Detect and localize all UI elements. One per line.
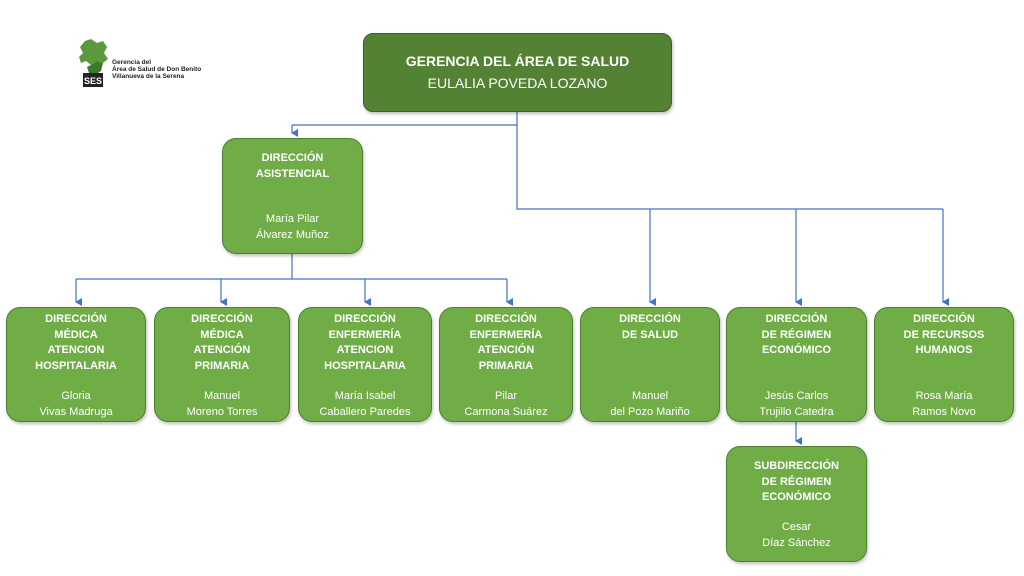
box-person: María Isabel Caballero Paredes [319,390,411,418]
box-person: EULALIA POVEDA LOZANO [427,75,608,91]
box-title: SUBDIRECCIÓN DE RÉGIMEN ECONÓMICO [754,460,839,503]
extremadura-map-icon: SES [79,39,108,87]
box-person: Manuel Moreno Torres [186,390,258,418]
box-subdireccion-regimen-economico: SUBDIRECCIÓN DE RÉGIMEN ECONÓMICO Cesar … [726,446,867,562]
box-title: GERENCIA DEL ÁREA DE SALUD [405,53,630,69]
box-title: DIRECCIÓN DE SALUD [619,313,681,341]
box-title: DIRECCIÓN MÉDICA ATENCION HOSPITALARIA [35,313,117,372]
box-direccion-medica-primaria: DIRECCIÓN MÉDICA ATENCIÓN PRIMARIA Manue… [154,307,290,422]
box-title: DIRECCIÓN MÉDICA ATENCIÓN PRIMARIA [191,313,253,372]
box-title: DIRECCIÓN DE RÉGIMEN ECONÓMICO [761,313,832,356]
box-direccion-enfermeria-primaria: DIRECCIÓN ENFERMERÍA ATENCIÓN PRIMARIA P… [439,307,573,422]
box-person: María Pilar Álvarez Muñoz [256,213,329,241]
box-gerencia: GERENCIA DEL ÁREA DE SALUD EULALIA POVED… [363,33,672,112]
box-title: DIRECCIÓN ASISTENCIAL [255,152,330,180]
logo-text: Gerencia del Área de Salud de Don Benito… [112,59,202,80]
box-direccion-asistencial: DIRECCIÓN ASISTENCIAL María Pilar Álvare… [222,138,363,254]
box-direccion-regimen-economico: DIRECCIÓN DE RÉGIMEN ECONÓMICO Jesús Car… [726,307,867,422]
connector-asistencial-bus [76,254,507,280]
box-person: Rosa María Ramos Novo [912,390,976,418]
box-direccion-recursos-humanos: DIRECCIÓN DE RECURSOS HUMANOS Rosa María… [874,307,1014,422]
logo-abbr: SES [84,76,102,86]
box-direccion-de-salud: DIRECCIÓN DE SALUD Manuel del Pozo Mariñ… [580,307,720,422]
connector-root-right-branch [516,125,943,210]
box-direccion-enfermeria-hospitalaria: DIRECCIÓN ENFERMERÍA ATENCION HOSPITALAR… [298,307,432,422]
box-direccion-medica-hospitalaria: DIRECCIÓN MÉDICA ATENCION HOSPITALARIA G… [6,307,146,422]
box-title: DIRECCIÓN ENFERMERÍA ATENCION HOSPITALAR… [324,313,406,372]
box-person: Manuel del Pozo Mariño [610,390,690,418]
box-title: DIRECCIÓN DE RECURSOS HUMANOS [903,313,985,356]
box-person: Pilar Carmona Suárez [464,390,548,418]
box-person: Jesús Carlos Trujillo Catedra [759,390,834,418]
box-person: Cesar Díaz Sánchez [762,521,831,549]
box-person: Gloria Vivas Madruga [39,390,113,418]
box-title: DIRECCIÓN ENFERMERÍA ATENCIÓN PRIMARIA [469,313,543,372]
ses-logo: SES Gerencia del Área de Salud de Don Be… [77,37,237,91]
connector-root-asistencial [292,112,518,126]
